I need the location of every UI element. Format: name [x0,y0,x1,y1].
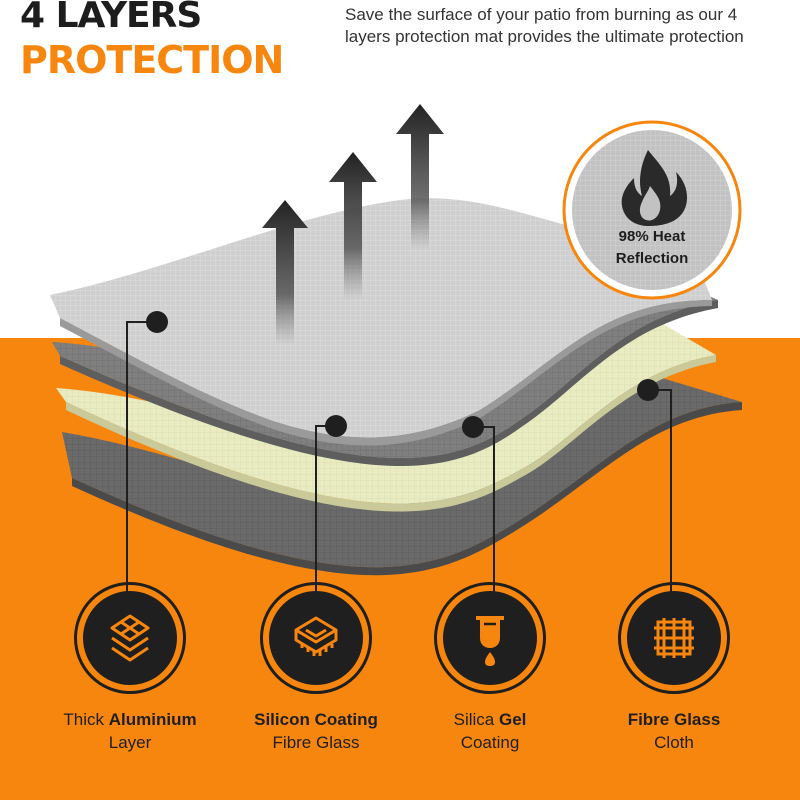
callout-gel [462,416,495,596]
heat-reflection-word: Reflection [615,250,689,267]
feature-caption: Thick Aluminium Layer [40,708,220,754]
feature-caption: Fibre Glass Cloth [584,708,764,754]
caption-line-2: Cloth [654,733,694,752]
caption-bold: Fibre Glass [627,710,721,729]
coated-sheet-icon [294,616,338,656]
heat-arrow-right [396,104,444,250]
caption-pre: Thick [63,710,109,729]
feature-caption: Silicon Coating Fibre Glass [226,708,406,754]
caption-bold: Silicon Coating [254,710,378,729]
aluminium-layer [50,198,712,446]
feature-icon-ring [618,582,730,694]
caption-line-2: Layer [108,733,152,752]
caption-bold: Aluminium [108,710,197,729]
gel-bucket-drop-icon [476,616,504,666]
feature-silica-gel: Silica Gel Coating [400,582,580,754]
callout-silicon [315,415,347,596]
flame-icon [621,150,688,226]
feature-icon-ring [260,582,372,694]
headline-line-1: 4 LAYERS [20,0,202,36]
feature-silicon-coating: Silicon Coating Fibre Glass [226,582,406,754]
tagline: Save the surface of your patio from burn… [345,5,744,46]
caption-line-2: Coating [460,733,520,752]
caption-bold: Gel [498,710,527,729]
callout-aluminium [126,311,168,596]
callout-fibre [637,379,672,596]
heat-arrow-middle [329,152,377,300]
headline-line-2: PROTECTION [20,38,284,82]
caption-line-2: Fibre Glass [272,733,360,752]
feature-caption: Silica Gel Coating [400,708,580,754]
feature-icon-ring [74,582,186,694]
feature-icon-ring [434,582,546,694]
silicon-coating-layer [52,270,718,467]
heat-reflection-value: 98% Heat [618,228,686,245]
caption-pre: Silica [453,710,499,729]
feature-fibre-glass: Fibre Glass Cloth [584,582,764,754]
silica-gel-layer [56,320,716,512]
feature-aluminium: Thick Aluminium Layer [40,582,220,754]
woven-mesh-icon [654,618,694,658]
grid-layers-icon [110,614,150,662]
heat-reflection-label: 98% Heat Reflection [596,226,708,270]
heat-arrow-left [262,200,308,345]
headline: 4 LAYERS PROTECTION [20,0,284,82]
